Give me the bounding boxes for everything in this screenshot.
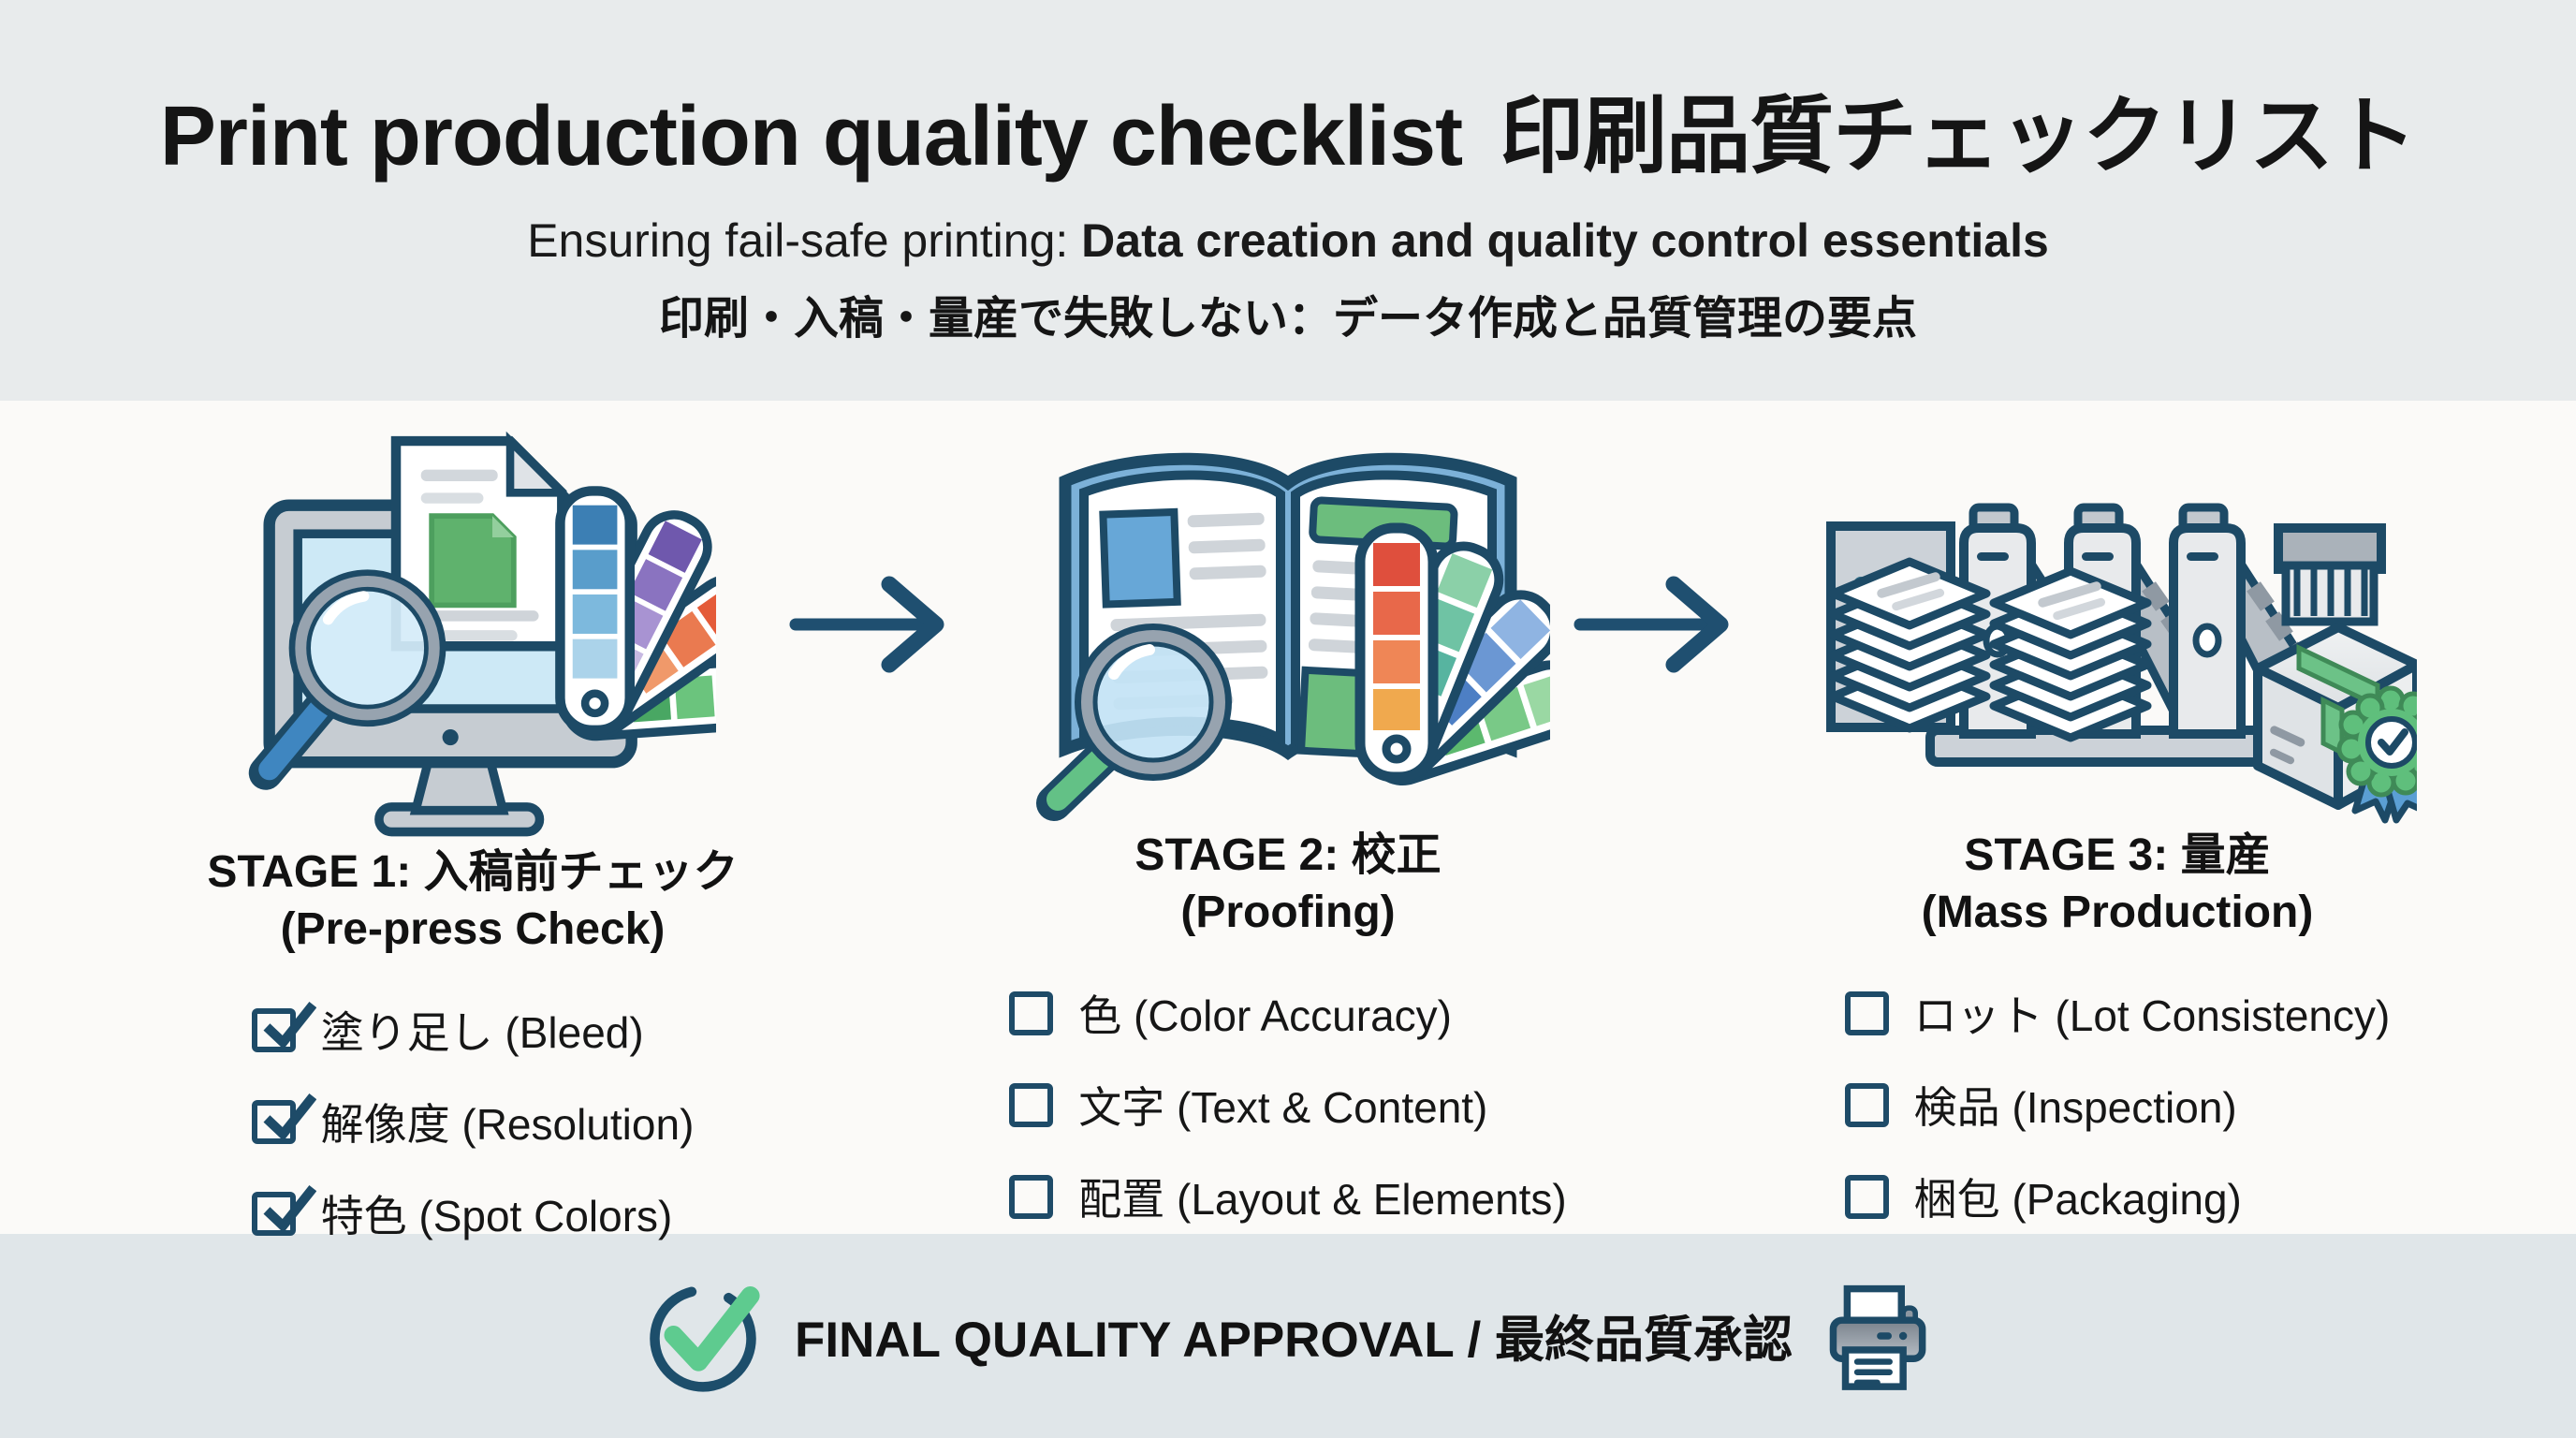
checklist: 塗り足し (Bleed) 解像度 (Resolution) 特色 (Spot C… (251, 999, 695, 1274)
subtitle-en-normal: Ensuring fail-safe printing: (527, 214, 1082, 267)
checklist: 色 (Color Accuracy) 文字 (Text & Content) 配… (1009, 982, 1567, 1257)
stage-column-production: STAGE 3: 量産 (Mass Production) ロット (Lot C… (1705, 423, 2529, 1224)
subtitle-en-bold: Data creation and quality control essent… (1081, 214, 2049, 267)
prepress-monitor-icon (229, 423, 716, 843)
right-arrow-icon (1569, 573, 1747, 676)
checked-checkbox-icon[interactable] (251, 1093, 316, 1144)
stage-column-prepress: STAGE 1: 入稿前チェック (Pre-press Check) 塗り足し … (75, 423, 871, 1240)
subtitle-ja: 印刷・入稿・量産で失敗しない：データ作成と品質管理の要点 (658, 294, 1917, 344)
checklist-item: 塗り足し (Bleed) (251, 999, 695, 1061)
checklist-item-label: 配置 (Layout & Elements) (1078, 1175, 1567, 1225)
checklist-item: 解像度 (Resolution) (251, 1091, 695, 1152)
proofing-book-icon (1026, 423, 1550, 826)
page-title-ja: 印刷品質チェックリスト (1500, 90, 2417, 183)
checklist-item: 梱包 (Packaging) (1844, 1166, 2391, 1227)
footer: FINAL QUALITY APPROVAL / 最終品質承認 (0, 1234, 2576, 1438)
subtitle-en: Ensuring fail-safe printing: Data creati… (527, 213, 2049, 268)
checklist-item-label: 色 (Color Accuracy) (1078, 991, 1452, 1041)
stage-subtitle: (Pre-press Check) (280, 904, 666, 955)
press-production-icon (1818, 423, 2417, 826)
checklist-item-label: 特色 (Spot Colors) (320, 1192, 673, 1241)
page-title-en: Print production quality checklist (159, 90, 1463, 183)
header-band (0, 0, 2576, 401)
stage-column-proofing: STAGE 2: 校正 (Proofing) 色 (Color Accuracy… (890, 423, 1686, 1224)
checklist-item: 色 (Color Accuracy) (1009, 982, 1567, 1044)
checklist-item: 検品 (Inspection) (1844, 1074, 2391, 1136)
final-approval-label: FINAL QUALITY APPROVAL / 最終品質承認 (795, 1313, 1793, 1368)
checklist-item: 特色 (Spot Colors) (251, 1182, 695, 1244)
empty-checkbox-icon[interactable] (1844, 1082, 1889, 1127)
footer-band (0, 1234, 2576, 1438)
checklist-item-label: 検品 (Inspection) (1913, 1083, 2237, 1133)
header: Print production quality checklist 印刷品質チェ… (0, 0, 2576, 401)
checked-checkbox-icon[interactable] (251, 1184, 316, 1236)
checklist-item: 配置 (Layout & Elements) (1009, 1166, 1567, 1227)
checklist-item: 文字 (Text & Content) (1009, 1074, 1567, 1136)
stage-subtitle: (Mass Production) (1921, 888, 2314, 938)
empty-checkbox-icon[interactable] (1844, 1174, 1889, 1219)
checklist-item-label: 塗り足し (Bleed) (320, 1008, 644, 1058)
right-arrow-icon (784, 573, 962, 676)
empty-checkbox-icon[interactable] (1844, 990, 1889, 1035)
checked-checkbox-icon[interactable] (251, 1001, 316, 1052)
check-circle-icon (645, 1278, 761, 1394)
empty-checkbox-icon[interactable] (1009, 990, 1054, 1035)
stage-title: STAGE 2: 校正 (1134, 830, 1442, 880)
stage-title: STAGE 3: 量産 (1964, 830, 2271, 880)
stage-subtitle: (Proofing) (1180, 888, 1396, 938)
checklist-item-label: 文字 (Text & Content) (1078, 1083, 1488, 1133)
checklist-item-label: 解像度 (Resolution) (320, 1100, 695, 1150)
checklist-item-label: 梱包 (Packaging) (1913, 1175, 2242, 1225)
stage-title: STAGE 1: 入稿前チェック (207, 847, 739, 897)
checklist-item-label: ロット (Lot Consistency) (1913, 991, 2391, 1041)
checklist: ロット (Lot Consistency) 検品 (Inspection) 梱包… (1844, 982, 2391, 1257)
page-title: Print production quality checklist 印刷品質チェ… (159, 67, 2417, 189)
printer-icon (1826, 1280, 1931, 1392)
empty-checkbox-icon[interactable] (1009, 1082, 1054, 1127)
empty-checkbox-icon[interactable] (1009, 1174, 1054, 1219)
checklist-item: ロット (Lot Consistency) (1844, 982, 2391, 1044)
